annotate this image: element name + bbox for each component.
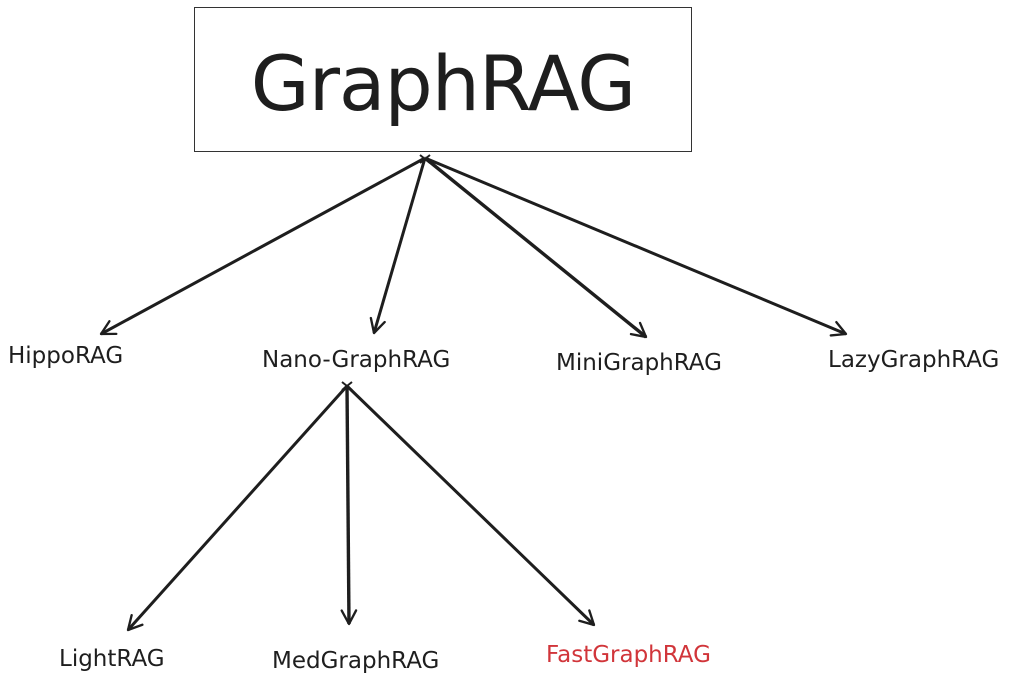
node-lightrag: LightRAG [59,646,165,672]
edge-nano-fastgraphrag [345,384,596,627]
root-node-box: GraphRAG [194,7,692,152]
node-minigraphrag: MiniGraphRAG [556,350,722,376]
node-fastgraphrag: FastGraphRAG [546,642,711,668]
root-node-label: GraphRAG [250,38,636,128]
origin-mark-nano [341,381,353,391]
node-nanographrag: Nano-GraphRAG [262,347,451,373]
edge-nano-lightrag [126,384,349,632]
node-hipporag: HippoRAG [8,343,124,369]
edge-graphrag-lazygraphrag [424,156,848,337]
origin-mark-root [419,154,431,164]
node-lazygraphrag: LazyGraphRAG [828,347,1000,373]
edge-graphrag-minigraphrag [423,156,648,339]
node-medgraphrag: MedGraphRAG [272,648,440,674]
edge-graphrag-nanographrag [369,157,427,335]
edge-graphrag-hipporag [99,156,426,336]
edge-nano-medgraphrag [340,385,358,626]
